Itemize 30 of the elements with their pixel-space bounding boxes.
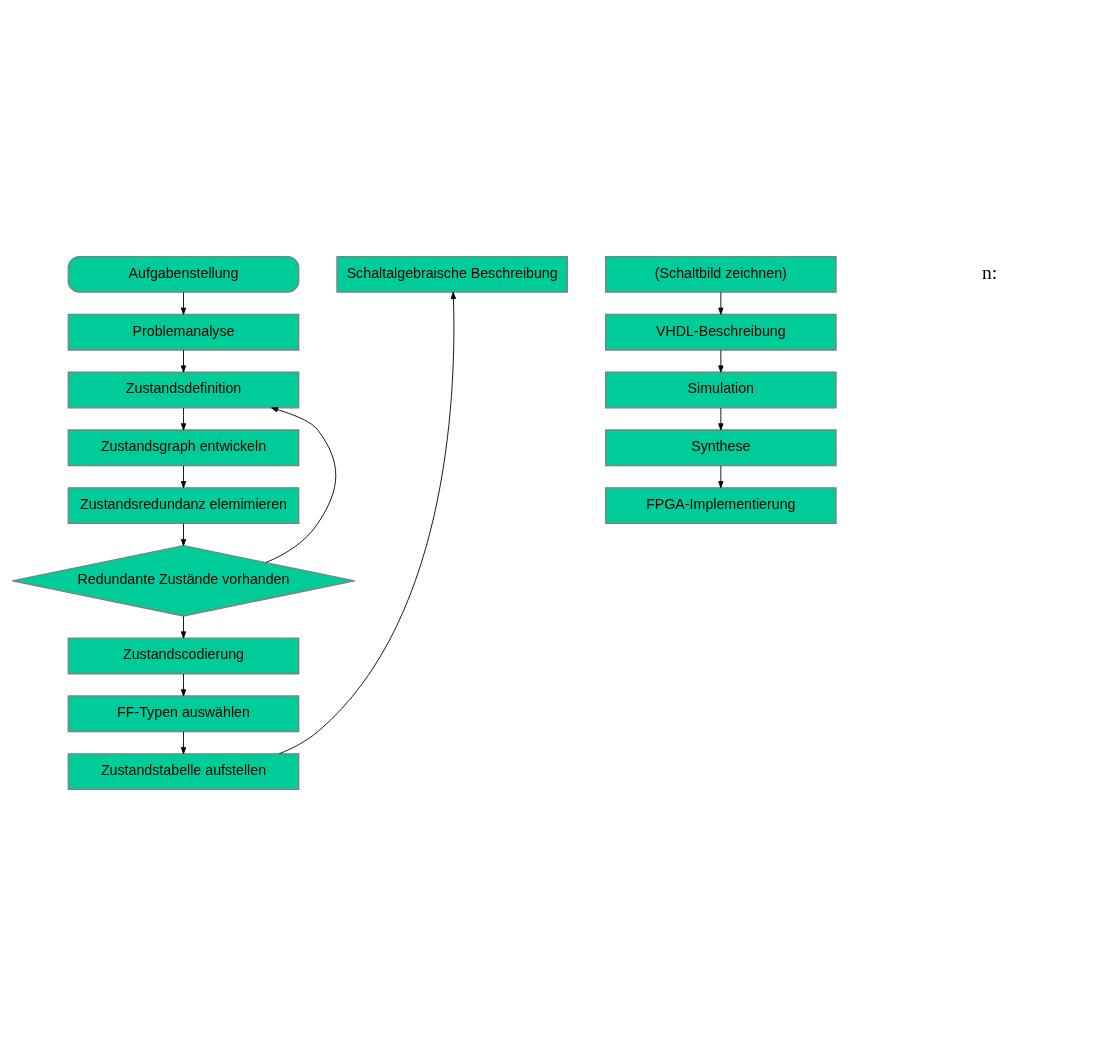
arrow [180, 464, 187, 488]
node-box: Zustandsredundanz elemimieren [67, 486, 300, 524]
node-box: Zustandsgraph entwickeln [67, 428, 300, 466]
arrow [265, 406, 337, 563]
node-box: FPGA-Implementierung [604, 486, 837, 524]
node-diamond: Redundante Zustände vorhanden [11, 544, 356, 617]
arrow [180, 730, 187, 754]
arrow [180, 407, 187, 430]
node-box: Zustandstabelle aufstellen [67, 752, 300, 790]
node-box: VHDL-Beschreibung [604, 313, 837, 351]
node-box: Aufgabenstellung [67, 255, 300, 293]
arrow [180, 522, 187, 546]
node-box: Zustandsdefinition [67, 371, 300, 408]
arrow [718, 464, 724, 488]
arrow [180, 673, 187, 696]
arrow [718, 291, 724, 315]
arrow [718, 349, 724, 373]
node-box: (Schaltbild zeichnen) [604, 255, 837, 293]
node-box: Schaltalgebraische Beschreibung [336, 255, 569, 293]
label: n: [981, 261, 998, 283]
node-box: Synthese [604, 428, 837, 466]
node-box: Zustandscodierung [67, 637, 300, 674]
node-box: FF-Typen auswählen [67, 694, 300, 732]
arrow [278, 291, 457, 754]
arrow [718, 407, 724, 430]
arrow [180, 291, 187, 315]
arrow [180, 615, 187, 639]
node-box: Problemanalyse [67, 313, 300, 351]
node-box: Simulation [604, 371, 837, 408]
arrow [180, 349, 187, 373]
